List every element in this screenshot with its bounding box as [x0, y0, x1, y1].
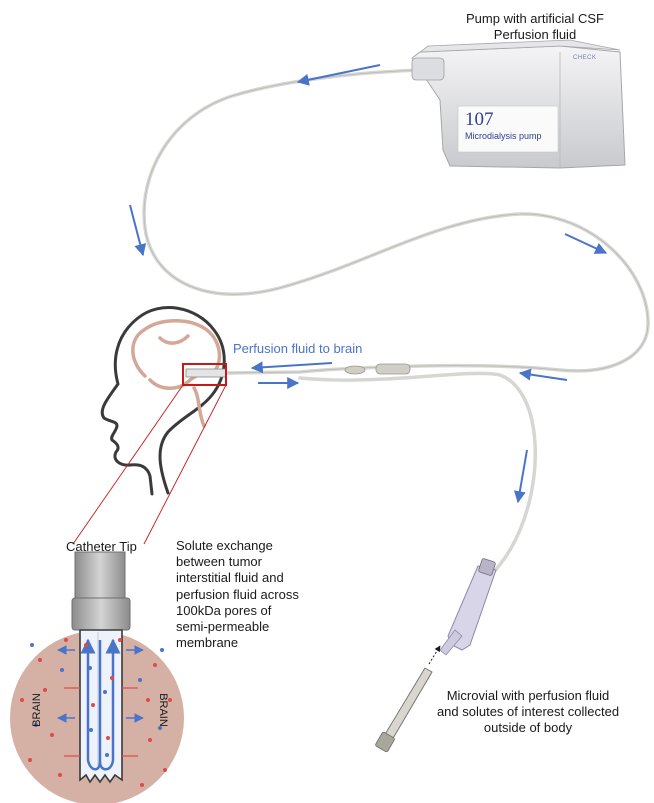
flow-arrow-to-brain — [252, 363, 332, 368]
solute-exchange-text: Solute exchange between tumor interstiti… — [176, 538, 299, 651]
pump-name: Microdialysis pump — [465, 131, 542, 141]
microvial-text: Microvial with perfusion fluid and solut… — [418, 688, 638, 736]
microvial-holder — [440, 558, 496, 655]
solute-exchange-line: semi-permeable — [176, 619, 299, 635]
pump-top-text: CHECK — [573, 55, 597, 61]
perfusion-to-brain-label: Perfusion fluid to brain — [233, 341, 362, 357]
pump-title-line2: Perfusion fluid — [440, 27, 630, 43]
catheter-probe — [186, 369, 226, 377]
head-outline — [102, 308, 224, 494]
pump-number: 107 — [465, 109, 494, 131]
microvial-line: outside of body — [418, 720, 638, 736]
flow-arrow-down-left — [130, 205, 143, 255]
solute-exchange-line: perfusion fluid across — [176, 587, 299, 603]
pump-title-line1: Pump with artificial CSF — [440, 11, 630, 27]
solute-exchange-line: membrane — [176, 635, 299, 651]
flow-arrow-right-loop — [565, 234, 606, 253]
brain-label-right: BRAIN — [157, 693, 169, 727]
catheter-cap — [75, 552, 125, 598]
solute-exchange-line: between tumor — [176, 554, 299, 570]
catheter-collar — [72, 598, 130, 630]
microvial-line: and solutes of interest collected — [418, 704, 638, 720]
microvial-line: Microvial with perfusion fluid — [418, 688, 638, 704]
brain-label-left: BRAIN — [31, 693, 43, 727]
tubing-connector — [376, 364, 410, 374]
microvial-insert-arrow — [429, 646, 440, 664]
tubing-connector-small — [345, 366, 365, 374]
pump-title: Pump with artificial CSF Perfusion fluid — [440, 11, 630, 43]
solute-exchange-line: 100kDa pores of — [176, 603, 299, 619]
catheter-tip-label: Catheter Tip — [66, 539, 137, 555]
zoom-lines — [73, 385, 226, 544]
flow-arrow-return-left — [520, 373, 567, 380]
magnified-catheter-tip — [10, 552, 184, 803]
solute-exchange-line: interstitial fluid and — [176, 570, 299, 586]
solute-exchange-line: Solute exchange — [176, 538, 299, 554]
flow-arrow-down-vial — [518, 450, 527, 502]
